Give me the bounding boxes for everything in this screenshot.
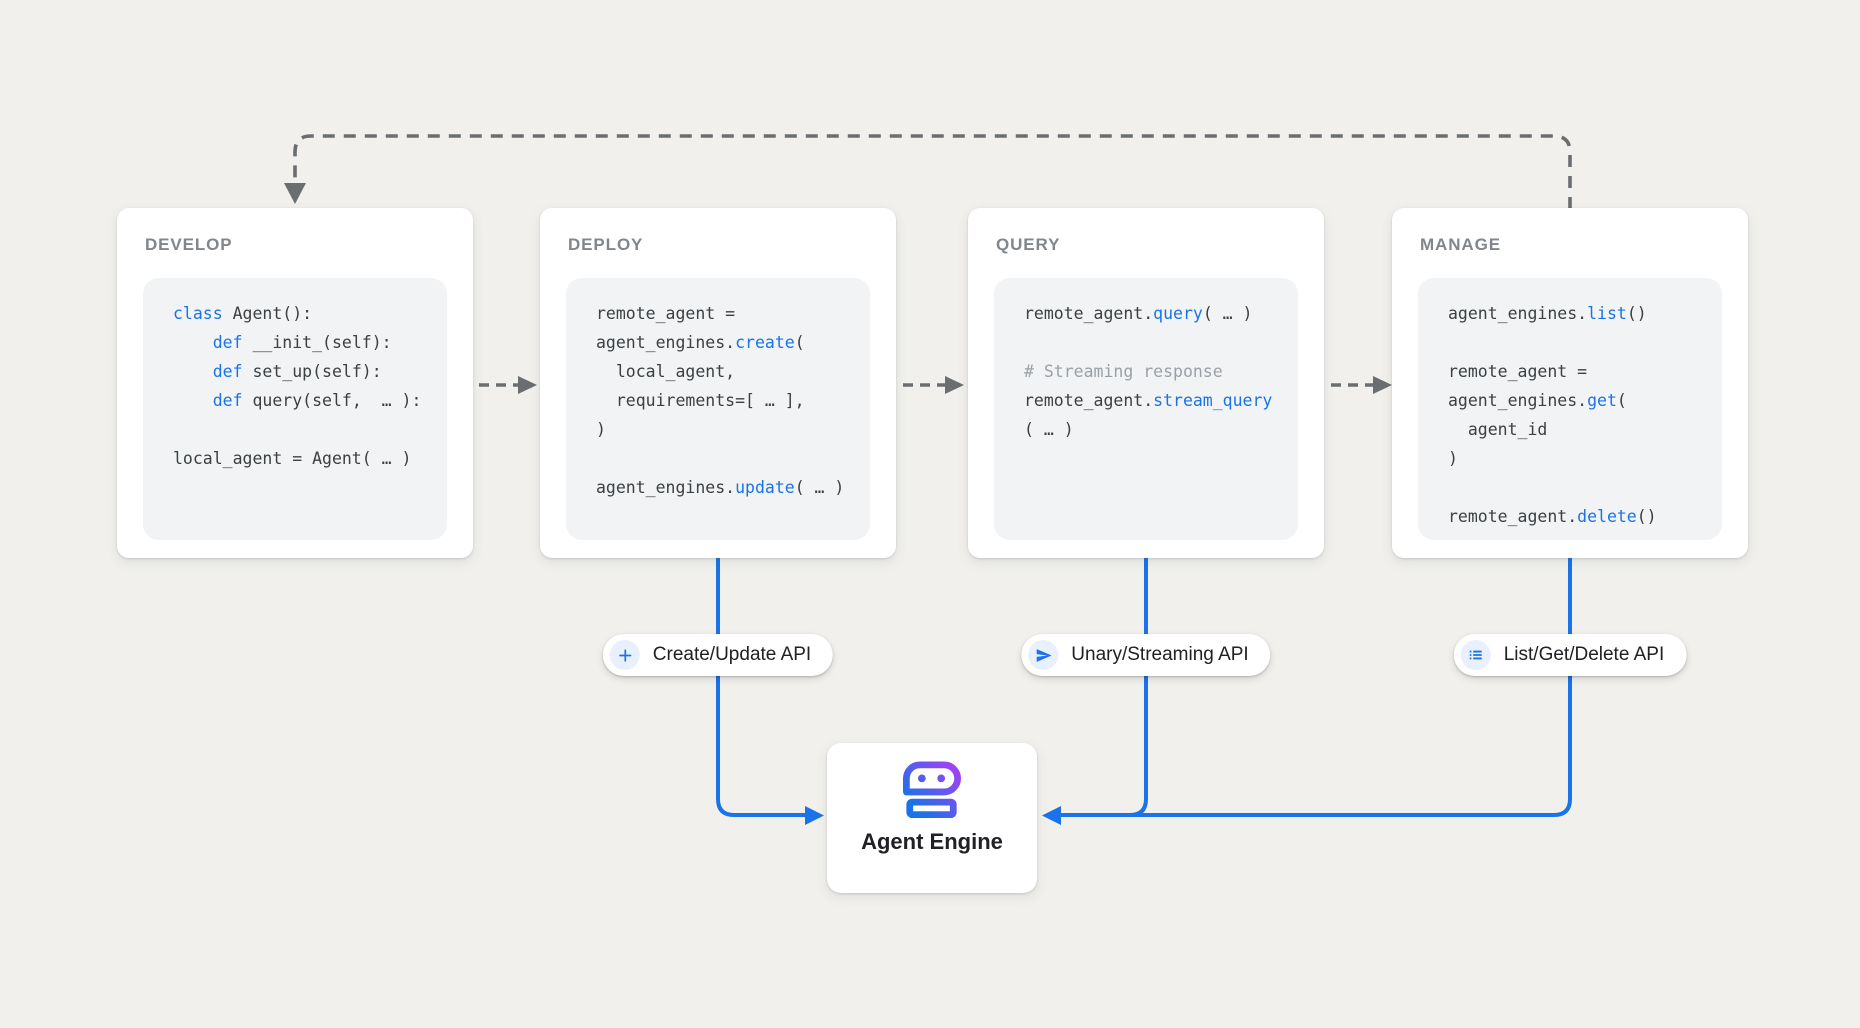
code-block-develop: class Agent(): def __init_(self): def se… <box>143 278 447 540</box>
arrowhead-into-engine-right-icon <box>1042 806 1061 825</box>
pill-list-get-delete-api: List/Get/Delete API <box>1453 634 1687 676</box>
pill-unary-streaming-api: Unary/Streaming API <box>1021 634 1271 676</box>
pill-label: Create/Update API <box>652 644 812 665</box>
line-deploy-to-engine <box>716 556 805 817</box>
card-title-query: QUERY <box>996 235 1061 254</box>
line-manage-to-engine <box>1061 556 1572 817</box>
arrowhead-develop-to-deploy-icon <box>518 376 537 394</box>
send-icon <box>1028 640 1059 670</box>
line-query-to-engine <box>1085 556 1148 817</box>
pill-label: Unary/Streaming API <box>1071 644 1249 665</box>
card-manage: MANAGE agent_engines.list() remote_agent… <box>1392 208 1748 558</box>
list-icon <box>1460 640 1491 670</box>
arrowhead-query-to-manage-icon <box>1373 376 1392 394</box>
code-block-manage: agent_engines.list() remote_agent =agent… <box>1418 278 1722 540</box>
code-block-deploy: remote_agent =agent_engines.create( loca… <box>566 278 870 540</box>
code-block-query: remote_agent.query( … ) # Streaming resp… <box>994 278 1298 540</box>
robot-icon <box>903 761 961 819</box>
pill-create-update-api: Create/Update API <box>602 634 834 676</box>
agent-engine-node: Agent Engine <box>827 743 1037 893</box>
card-title-develop: DEVELOP <box>145 235 233 254</box>
loop-arrowhead-down-icon <box>284 183 306 204</box>
card-deploy: DEPLOY remote_agent =agent_engines.creat… <box>540 208 896 558</box>
pill-label: List/Get/Delete API <box>1503 644 1665 665</box>
agent-engine-label: Agent Engine <box>861 829 1003 854</box>
plus-icon <box>609 640 640 670</box>
card-query: QUERY remote_agent.query( … ) # Streamin… <box>968 208 1324 558</box>
card-title-manage: MANAGE <box>1420 235 1501 254</box>
arrowhead-deploy-to-query-icon <box>945 376 964 394</box>
arrowhead-into-engine-left-icon <box>805 806 824 825</box>
card-develop: DEVELOP class Agent(): def __init_(self)… <box>117 208 473 558</box>
loop-line-manage-to-develop <box>293 134 1572 209</box>
card-title-deploy: DEPLOY <box>568 235 644 254</box>
